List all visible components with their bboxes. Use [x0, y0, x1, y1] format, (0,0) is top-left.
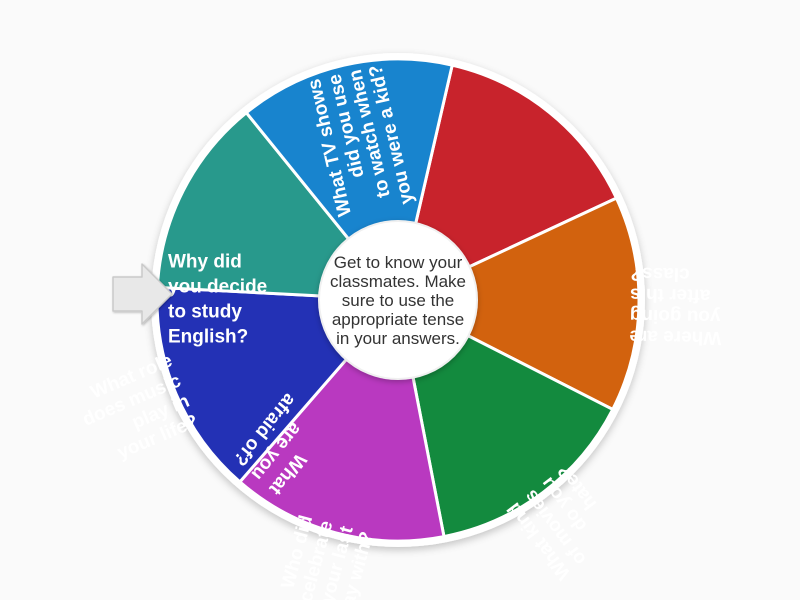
segment-red[interactable]	[395, 63, 619, 303]
wheel-center-text-line: appropriate tense	[332, 310, 464, 329]
segment-orange-label-line: you going	[630, 305, 721, 328]
segment-orange-label-line: class?	[630, 263, 690, 285]
wheel-hub[interactable]	[318, 220, 478, 380]
segment-orange-label-line: after this	[630, 284, 711, 306]
segment-orange-label-line: Where are	[629, 326, 721, 349]
segment-orange[interactable]	[394, 196, 641, 412]
segment-teal-label-line: English?	[168, 327, 248, 348]
right-arrow-icon	[112, 263, 173, 325]
wheel-center-text-line: Get to know your	[334, 253, 463, 272]
segment-teal-label-line: Why did	[168, 252, 242, 273]
wheel-center-text-line: in your answers.	[336, 329, 460, 348]
wheel-center-text-line: sure to use the	[342, 291, 454, 310]
segment-teal-label-line: you decide	[168, 277, 267, 298]
segment-teal-label-line: to study	[168, 302, 242, 323]
wheel-center-text-line: classmates. Make	[330, 272, 466, 291]
